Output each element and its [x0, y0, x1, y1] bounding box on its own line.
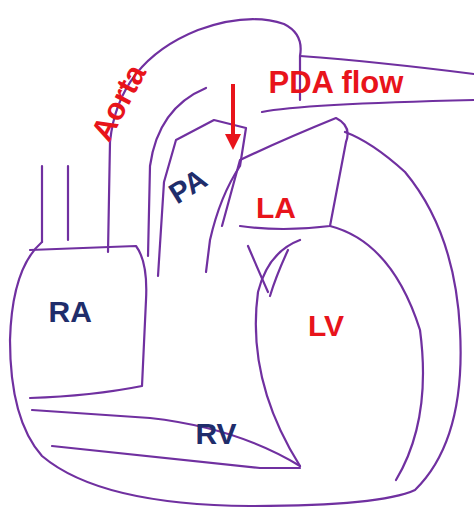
aorta [108, 19, 301, 256]
mitral-valve [248, 246, 288, 296]
left-ventricle-wall [330, 226, 423, 480]
chamber-label: RA [49, 297, 92, 327]
chamber-label: PDA flow [269, 67, 404, 98]
pulmonary-artery [158, 120, 246, 276]
vena-cava [42, 166, 68, 242]
flow-arrow [231, 84, 235, 142]
right-atrium [30, 246, 146, 398]
chamber-label: Aorta [85, 59, 150, 145]
right-ventricle [32, 410, 300, 468]
left-atrium [222, 118, 348, 229]
heart-contour [10, 132, 461, 506]
chamber-label: PA [164, 164, 212, 209]
chamber-label: RV [196, 419, 237, 449]
chamber-label: LA [256, 193, 296, 223]
descending-vessel [262, 56, 474, 112]
chamber-label: LV [308, 311, 344, 341]
